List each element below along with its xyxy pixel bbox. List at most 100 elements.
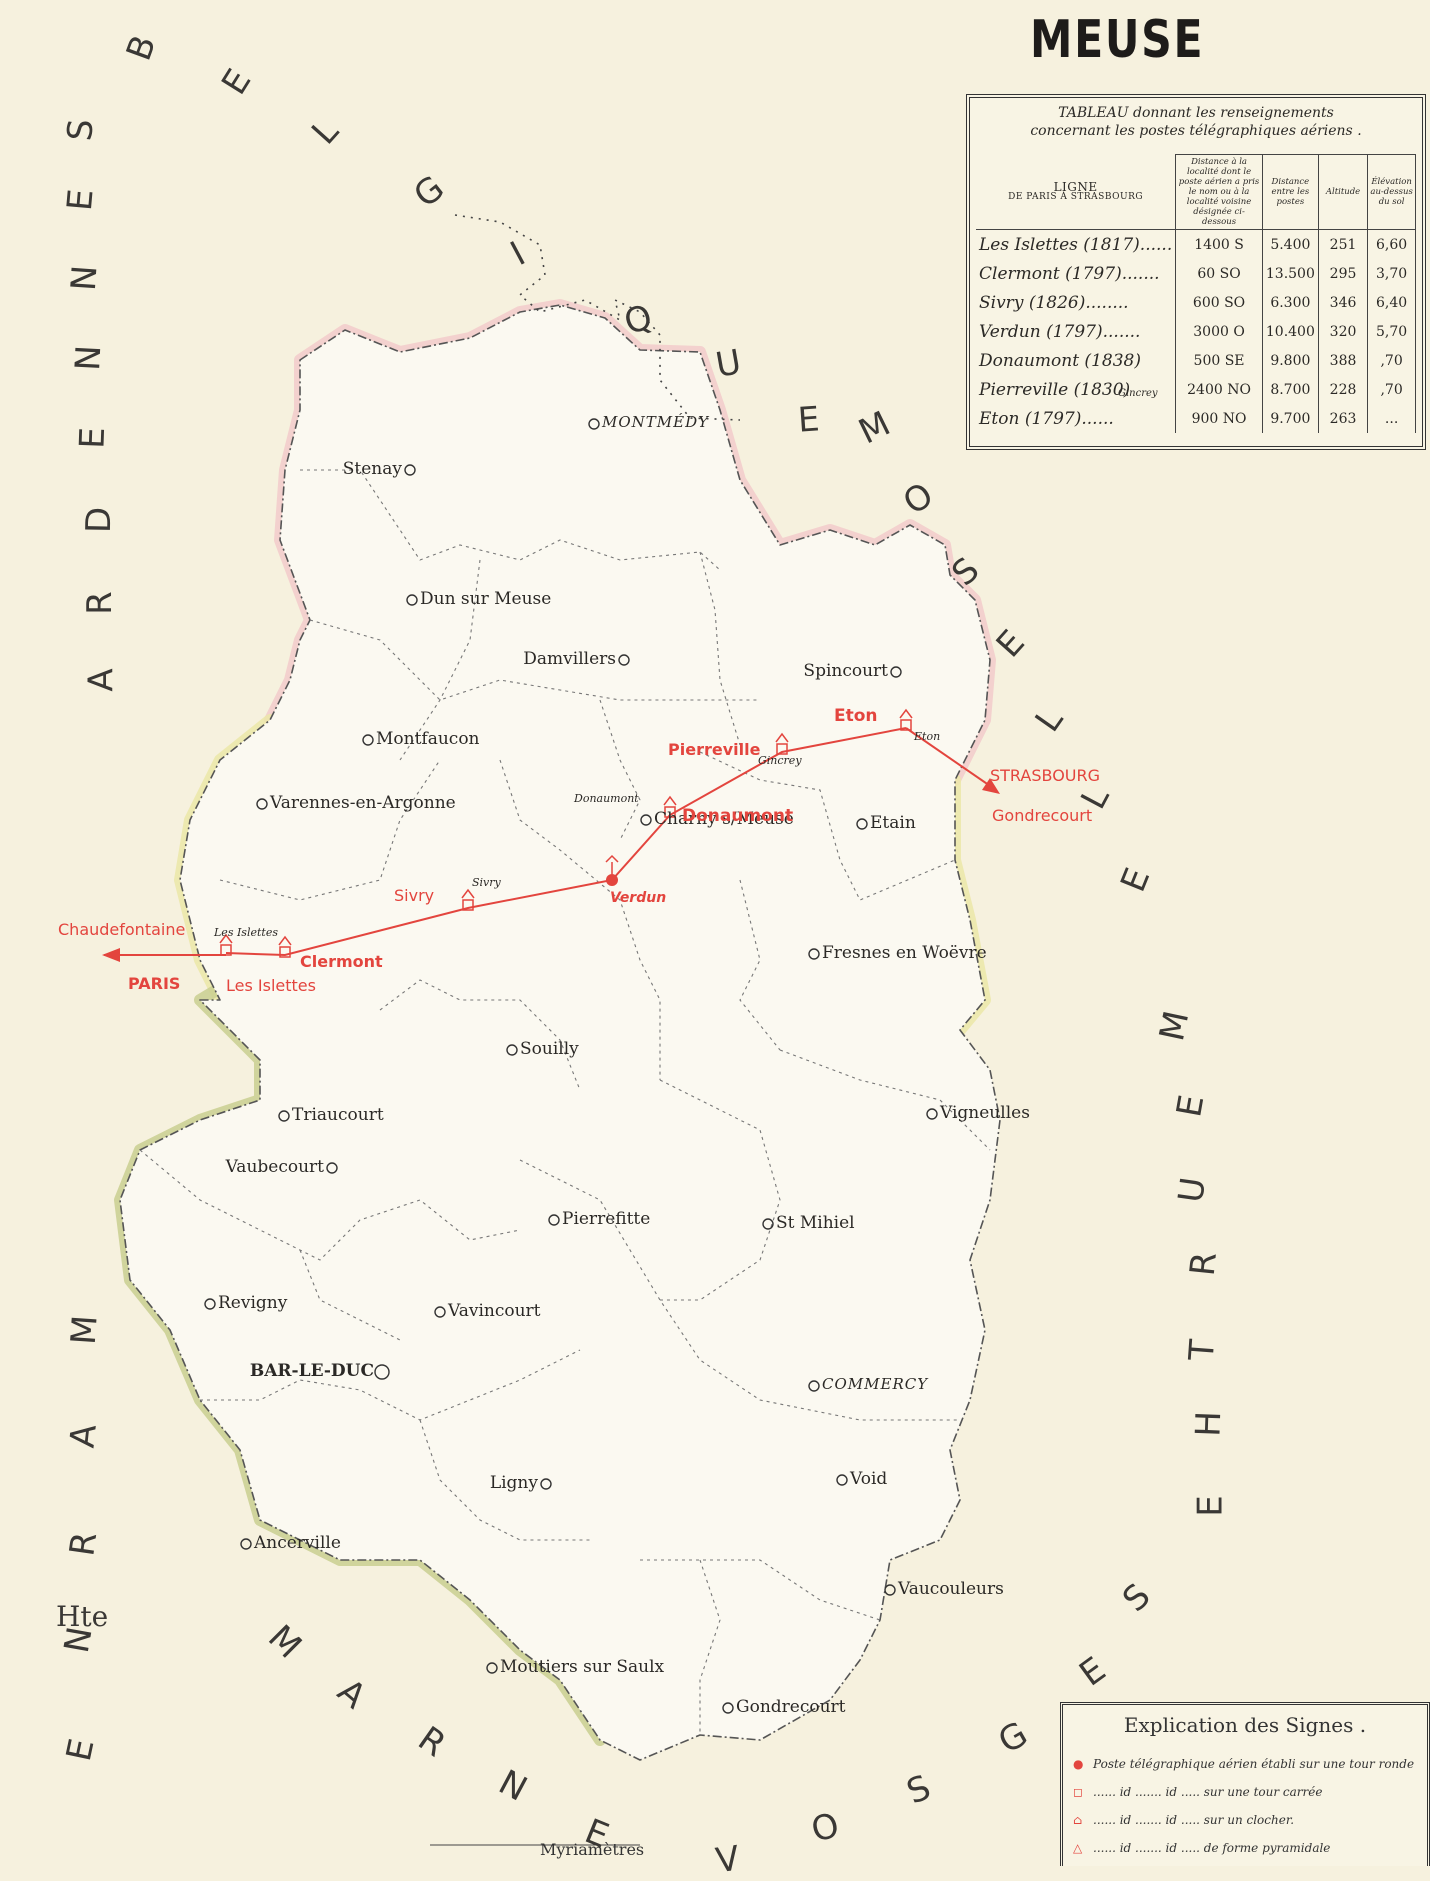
- town-label: Vigneulles: [940, 1103, 1030, 1123]
- town-label: Triaucourt: [292, 1105, 384, 1125]
- table-cell-altitude: 263: [1317, 404, 1369, 433]
- telegraph-station-marker: [278, 935, 292, 958]
- town-marker: [856, 818, 868, 830]
- town-marker: [506, 1044, 518, 1056]
- town-marker: [640, 814, 652, 826]
- table-cell-elev: ...: [1367, 404, 1416, 433]
- table-header-elevation: Élévation au-dessus du sol: [1367, 154, 1416, 230]
- town-marker: [836, 1474, 848, 1486]
- legend-row-pyramid: △...... id ....... id ..... de forme pyr…: [1073, 1841, 1330, 1855]
- town-label: Ligny: [489, 1473, 538, 1493]
- town-label: COMMERCY: [822, 1375, 929, 1393]
- table-cell-altitude: 295: [1317, 259, 1369, 288]
- table-cell-station: Clermont (1797).......: [976, 259, 1177, 288]
- town-markers: [204, 418, 938, 1714]
- town-marker: [404, 464, 416, 476]
- table-cell-dist-between: 8.700: [1261, 375, 1319, 404]
- legend-row-label: ...... id ....... id ..... sur une tour …: [1093, 1785, 1323, 1799]
- neighbor-letter: A: [62, 1422, 105, 1450]
- town-label: Revigny: [218, 1293, 288, 1313]
- table-header-line: LIGNE DE PARIS À STRASBOURG: [976, 154, 1176, 230]
- town-marker: [326, 1162, 338, 1174]
- scale-label: Myriamètres: [540, 1840, 645, 1859]
- town-marker: [406, 594, 418, 606]
- town-label: Charny s/Meuse: [654, 809, 794, 829]
- table-cell-dist-between: 10.400: [1261, 317, 1319, 346]
- town-marker: [890, 666, 902, 678]
- town-marker: [722, 1702, 734, 1714]
- town-marker: [588, 418, 600, 430]
- town-marker: [926, 1108, 938, 1120]
- neighbor-letter: E: [796, 399, 821, 441]
- town-label: Vaucouleurs: [898, 1579, 1004, 1599]
- belgian-frontier: [454, 214, 741, 421]
- table-cell-dist-between: 9.800: [1261, 346, 1319, 375]
- town-label: Vaubecourt: [225, 1157, 324, 1177]
- town-label: MONTMÉDY: [602, 413, 710, 431]
- table-cell-elev: 6,40: [1367, 288, 1416, 317]
- town-label: Fresnes en Woëvre: [822, 943, 987, 963]
- town-marker: [618, 654, 630, 666]
- telegraph-station-label: Donaumont: [682, 806, 794, 826]
- table-cell-elev: ,70: [1367, 375, 1416, 404]
- neighbor-letter: N: [63, 263, 106, 293]
- town-label: Vavincourt: [448, 1301, 541, 1321]
- telegraph-small-label: Donaumont: [574, 792, 639, 805]
- table-header-dist-loc: Distance à la localité dont le poste aér…: [1175, 154, 1263, 230]
- legend-row-square-tower: ◻...... id ....... id ..... sur une tour…: [1073, 1785, 1322, 1799]
- telegraph-station-marker: [219, 933, 233, 956]
- table-cell-station: Pierreville (1830): [976, 375, 1177, 404]
- table-cell-dist-between: 9.700: [1261, 404, 1319, 433]
- telegraph-small-label: Gincrey: [758, 754, 802, 767]
- paris-arrowhead: [102, 948, 120, 962]
- table-cell-elev: 3,70: [1367, 259, 1416, 288]
- table-cell-dist-loc: 500 SE: [1175, 346, 1263, 375]
- town-marker: [362, 734, 374, 746]
- table-caption-2: concernant les postes télégraphiques aér…: [1030, 123, 1362, 139]
- neighbor-letter: A: [81, 668, 122, 692]
- table-cell-altitude: 251: [1317, 229, 1369, 259]
- town-marker: [204, 1298, 216, 1310]
- table-cell-altitude: 388: [1317, 346, 1369, 375]
- town-label: Souilly: [520, 1039, 579, 1059]
- neighbor-letter: H: [1188, 1410, 1230, 1438]
- town-label: Moutiers sur Saulx: [500, 1657, 665, 1677]
- town-marker: [278, 1110, 290, 1122]
- table-cell-elev: ,70: [1367, 346, 1416, 375]
- table-cell-altitude: 228: [1317, 375, 1369, 404]
- telegraph-endpoint-label: PARIS: [128, 974, 181, 993]
- gincrey-note: Gincrey: [1118, 388, 1158, 399]
- neighbor-letter: U: [1170, 1174, 1214, 1206]
- legend-title: Explication des Signes .: [1123, 1713, 1367, 1737]
- line-sub: DE PARIS À STRASBOURG: [1008, 191, 1144, 202]
- table-cell-elev: 5,70: [1367, 317, 1416, 346]
- table-cell-dist-loc: 60 SO: [1175, 259, 1263, 288]
- town-marker: [540, 1478, 552, 1490]
- legend-row-label: ...... id ....... id ..... sur un cloche…: [1093, 1813, 1295, 1827]
- table-header-dist-between: Distance entre les postes: [1261, 154, 1319, 230]
- neighbor-letter: E: [72, 426, 114, 450]
- table-caption-1: TABLEAU donnant les renseignements: [1058, 105, 1334, 121]
- table-cell-dist-loc: 3000 O: [1175, 317, 1263, 346]
- town-marker: [808, 1380, 820, 1392]
- line-header: LIGNE: [1053, 179, 1098, 194]
- telegraph-small-label: Sivry: [472, 876, 501, 889]
- strasbourg-arrow-line: [905, 727, 997, 791]
- telegraph-station-marker: [605, 854, 619, 886]
- table-cell-altitude: 346: [1317, 288, 1369, 317]
- table-cell-dist-loc: 600 SO: [1175, 288, 1263, 317]
- neighbor-letter: E: [59, 187, 102, 213]
- telegraph-station-label: Les Islettes: [226, 976, 316, 995]
- town-marker: [548, 1214, 560, 1226]
- town-label: Spincourt: [803, 661, 888, 681]
- telegraph-station-label: Clermont: [300, 952, 383, 971]
- town-marker: [486, 1662, 498, 1674]
- telegraph-station-label: Verdun: [610, 890, 667, 906]
- neighbor-letter: D: [78, 506, 120, 534]
